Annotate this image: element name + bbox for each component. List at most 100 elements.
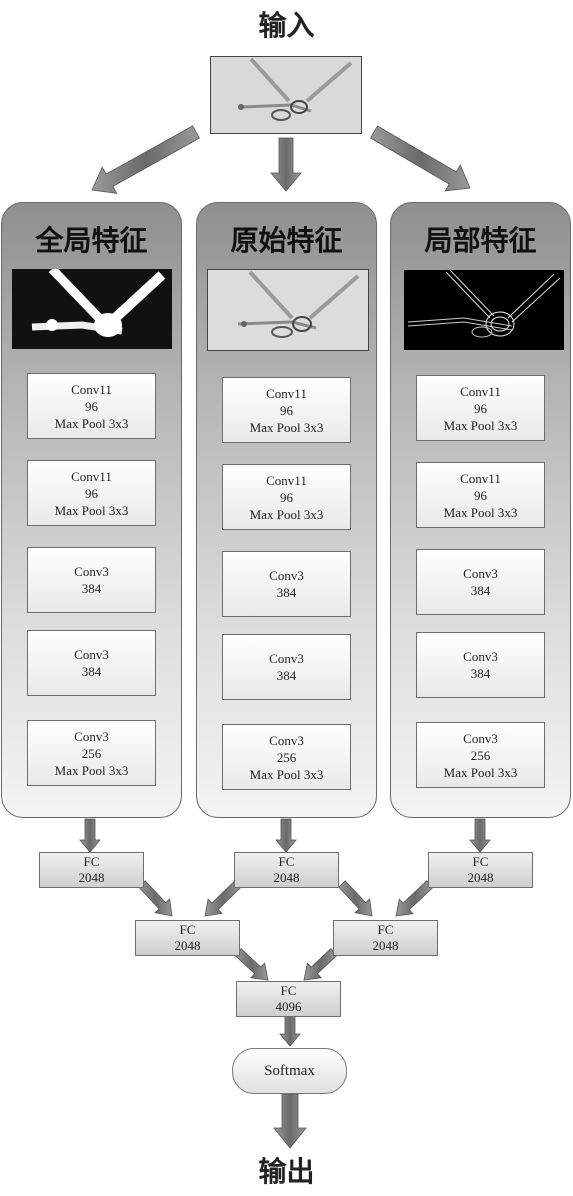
branch-title: 原始特征 xyxy=(230,224,343,257)
layer-filters: 384 xyxy=(81,581,102,596)
fc-size: 2048 xyxy=(273,870,300,885)
layer-name: Conv3 xyxy=(74,647,109,662)
arrow-original-to-fc xyxy=(275,818,297,853)
layer-name: Conv11 xyxy=(266,472,307,488)
layer-filters: 256 xyxy=(81,745,102,761)
input-label: 输入 xyxy=(258,9,315,42)
layer-name: Conv3 xyxy=(269,568,304,583)
layer-pool: Max Pool 3x3 xyxy=(54,502,129,518)
original-feature-image xyxy=(207,269,369,351)
conv-layer: Conv3 256 Max Pool 3x3 xyxy=(27,720,156,786)
arrow-fc-global-to-merge xyxy=(138,880,173,917)
layer-name: Conv11 xyxy=(71,381,112,397)
branch-title: 全局特征 xyxy=(35,224,148,257)
layer-filters: 384 xyxy=(81,664,102,679)
layer-pool: Max Pool 3x3 xyxy=(249,506,324,522)
conv-layer: Conv3 384 xyxy=(416,549,545,615)
arrow-softmax-to-output xyxy=(273,1093,307,1149)
layer-filters: 96 xyxy=(280,489,293,505)
layer-name: Conv3 xyxy=(463,566,498,581)
fc-layer-local: FC 2048 xyxy=(428,852,533,888)
layer-name: Conv11 xyxy=(460,383,501,399)
arrow-global-to-fc xyxy=(79,818,101,853)
branch-local: 局部特征 Conv11 96 Max Pool 3x3 Conv11 96 Ma… xyxy=(390,202,571,818)
fc-size: 2048 xyxy=(372,938,399,953)
layer-pool: Max Pool 3x3 xyxy=(443,504,518,520)
input-image xyxy=(210,56,362,134)
fc-name: FC xyxy=(179,922,196,937)
arrow-input-to-original xyxy=(270,137,302,192)
conv-layer: Conv11 96 Max Pool 3x3 xyxy=(27,373,156,439)
conv-layer: Conv3 384 xyxy=(416,632,545,698)
layer-name: Conv3 xyxy=(74,564,109,579)
layer-filters: 384 xyxy=(470,583,491,598)
layer-name: Conv3 xyxy=(463,730,498,746)
fc-final: FC 4096 xyxy=(236,981,341,1017)
layer-pool: Max Pool 3x3 xyxy=(54,415,129,431)
fc-size: 2048 xyxy=(78,870,105,885)
layer-name: Conv3 xyxy=(463,649,498,664)
layer-pool: Max Pool 3x3 xyxy=(249,766,324,782)
conv-layer: Conv3 384 xyxy=(222,551,351,617)
fc-size: 4096 xyxy=(275,999,302,1014)
fc-name: FC xyxy=(472,854,489,869)
arrow-merge-right-to-final xyxy=(303,948,338,981)
layer-filters: 96 xyxy=(280,402,293,418)
fc-layer-original: FC 2048 xyxy=(234,852,339,888)
global-feature-image xyxy=(12,269,172,349)
fc-merge-left: FC 2048 xyxy=(135,920,240,956)
conv-layer: Conv3 256 Max Pool 3x3 xyxy=(222,724,351,790)
layer-name: Conv11 xyxy=(266,385,307,401)
output-label: 输出 xyxy=(258,1155,315,1188)
arrow-input-to-global xyxy=(91,125,200,194)
conv-layer: Conv11 96 Max Pool 3x3 xyxy=(416,462,545,528)
conv-layer: Conv3 384 xyxy=(27,630,156,696)
fc-name: FC xyxy=(278,854,295,869)
layer-filters: 384 xyxy=(470,666,491,681)
local-feature-image xyxy=(404,270,564,350)
fc-name: FC xyxy=(377,922,394,937)
branch-global: 全局特征 Conv11 96 Max Pool 3x3 Conv11 96 Ma… xyxy=(1,202,182,818)
branch-original: 原始特征 Conv11 96 Max Pool 3x3 Conv11 96 Ma… xyxy=(196,202,377,818)
layer-filters: 96 xyxy=(85,485,98,501)
conv-layer: Conv3 384 xyxy=(27,547,156,613)
fc-size: 2048 xyxy=(467,870,494,885)
layer-name: Conv11 xyxy=(460,470,501,486)
layer-filters: 256 xyxy=(470,747,491,763)
layer-name: Conv3 xyxy=(74,728,109,744)
arrow-fc-original-to-merge-right xyxy=(338,880,373,917)
conv-layer: Conv11 96 Max Pool 3x3 xyxy=(27,460,156,526)
conv-layer: Conv3 256 Max Pool 3x3 xyxy=(416,722,545,788)
layer-name: Conv3 xyxy=(269,732,304,748)
conv-layer: Conv11 96 Max Pool 3x3 xyxy=(222,464,351,530)
layer-filters: 96 xyxy=(85,398,98,414)
fc-layer-global: FC 2048 xyxy=(39,852,144,888)
fc-name: FC xyxy=(83,854,100,869)
conv-layer: Conv11 96 Max Pool 3x3 xyxy=(416,375,545,441)
layer-name: Conv3 xyxy=(269,651,304,666)
softmax-node: Softmax xyxy=(232,1048,347,1094)
layer-pool: Max Pool 3x3 xyxy=(249,419,324,435)
arrow-merge-left-to-final xyxy=(234,948,269,981)
layer-name: Conv11 xyxy=(71,468,112,484)
fc-name: FC xyxy=(280,983,297,998)
layer-filters: 256 xyxy=(276,749,297,765)
layer-filters: 384 xyxy=(276,668,297,683)
arrow-final-to-softmax xyxy=(279,1015,301,1047)
layer-filters: 96 xyxy=(474,487,487,503)
layer-pool: Max Pool 3x3 xyxy=(443,417,518,433)
arrow-input-to-local xyxy=(369,125,471,192)
conv-layer: Conv3 384 xyxy=(222,634,351,700)
layer-pool: Max Pool 3x3 xyxy=(54,762,129,778)
fc-size: 2048 xyxy=(174,938,201,953)
conv-layer: Conv11 96 Max Pool 3x3 xyxy=(222,377,351,443)
branch-title: 局部特征 xyxy=(424,224,537,257)
fc-merge-right: FC 2048 xyxy=(333,920,438,956)
layer-pool: Max Pool 3x3 xyxy=(443,764,518,780)
arrow-fc-local-to-merge xyxy=(395,880,434,917)
layer-filters: 96 xyxy=(474,400,487,416)
layer-filters: 384 xyxy=(276,585,297,600)
arrow-local-to-fc xyxy=(469,818,491,853)
arrow-fc-original-to-merge-left xyxy=(204,880,242,917)
